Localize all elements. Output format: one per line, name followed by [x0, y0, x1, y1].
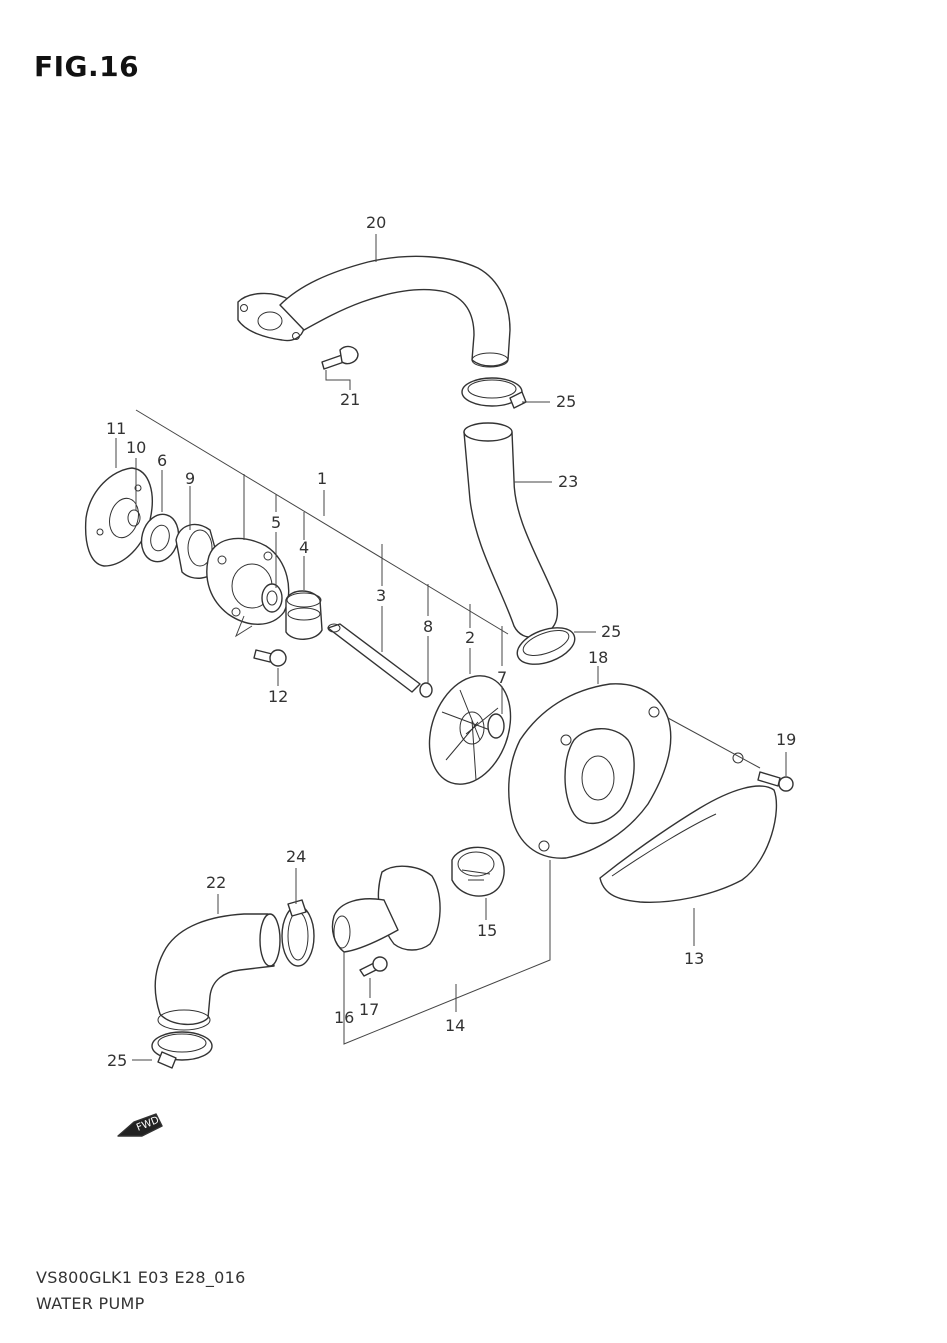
callout-23: 23	[558, 472, 578, 491]
callout-5: 5	[271, 513, 281, 532]
impeller-2-part	[428, 675, 512, 785]
circlip-10-part	[127, 509, 141, 527]
callout-18: 18	[588, 648, 608, 667]
inlet-connector-16-part	[331, 865, 441, 953]
oil-seal-5-part	[261, 583, 283, 613]
bolt-17-part	[359, 956, 388, 977]
cover-13-part	[599, 752, 778, 903]
bolt-12-part	[253, 649, 287, 667]
callout-8: 8	[423, 617, 433, 636]
callout-25-top: 25	[556, 392, 576, 411]
callout-labels: 1 2 3 4 5 6 7 8 9 10 11 12 13 14 15 16 1…	[106, 213, 796, 1070]
pump-case-18-part	[508, 683, 672, 859]
callout-6: 6	[157, 451, 167, 470]
inlet-hose-22-part	[154, 913, 281, 1031]
callout-2: 2	[465, 628, 475, 647]
shaft-3-part	[327, 623, 421, 693]
hose-23-part	[463, 422, 559, 638]
callout-1: 1	[317, 469, 327, 488]
leader-lines	[115, 234, 787, 1061]
callout-22: 22	[206, 873, 226, 892]
clamp-middle-part	[516, 627, 576, 665]
callout-19: 19	[776, 730, 796, 749]
figure-title: FIG.16	[34, 50, 140, 83]
plate-11-part	[84, 467, 153, 567]
callout-20: 20	[366, 213, 386, 232]
bolt-19-part	[757, 771, 794, 792]
callout-15: 15	[477, 921, 497, 940]
callout-4: 4	[299, 538, 309, 557]
outlet-pipe-part	[237, 255, 511, 368]
clamp-bottom-part	[151, 1031, 213, 1069]
figure-name: WATER PUMP	[36, 1294, 145, 1313]
callout-13: 13	[684, 949, 704, 968]
callout-16: 16	[334, 1008, 354, 1027]
callout-25-middle: 25	[601, 622, 621, 641]
callout-14: 14	[445, 1016, 465, 1035]
clamp-top-part	[461, 377, 527, 409]
thermostat-15-part	[451, 846, 505, 897]
callout-10: 10	[126, 438, 146, 457]
bolt-21-part	[321, 345, 359, 370]
callout-25-bottom: 25	[107, 1051, 127, 1070]
callout-9: 9	[185, 469, 195, 488]
callout-11: 11	[106, 419, 126, 438]
model-code: VS800GLK1 E03 E28_016	[36, 1268, 246, 1287]
fwd-arrow: FWD	[117, 1113, 163, 1137]
callout-3: 3	[376, 586, 386, 605]
callout-17: 17	[359, 1000, 379, 1019]
callout-7: 7	[497, 668, 507, 687]
callout-21: 21	[340, 390, 360, 409]
mechanical-seal-4-part	[285, 590, 323, 640]
washer-7-part	[487, 713, 505, 739]
clamp-24-part	[281, 899, 315, 967]
pin-8-part	[419, 682, 433, 698]
callout-24: 24	[286, 847, 306, 866]
callout-12: 12	[268, 687, 288, 706]
